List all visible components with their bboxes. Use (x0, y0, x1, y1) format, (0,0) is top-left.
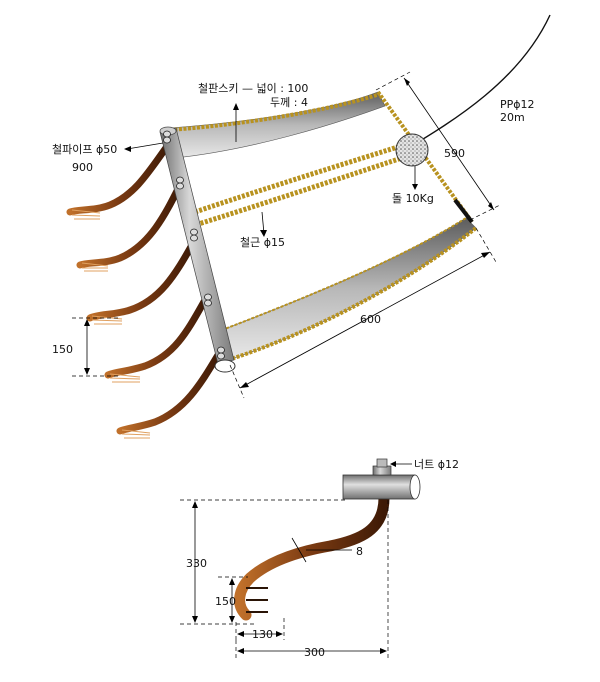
dim-tine-spacing-label: 150 (52, 343, 73, 356)
rope-label: PPϕ12 (500, 98, 535, 111)
stone-label: 돌 10Kg (392, 192, 434, 205)
detail-pipe-end (409, 474, 421, 500)
pipe-label: 철파이프 ϕ50 (52, 143, 117, 156)
dim-300-arrow-b (380, 648, 387, 654)
skid-leader-head (233, 103, 239, 110)
rebar-bar-2 (191, 149, 421, 229)
stone-arrow-head (412, 184, 418, 190)
nut-leader-head (390, 461, 396, 467)
dim-590-ext-top (375, 71, 411, 91)
dim-thickness-label: 8 (356, 545, 363, 558)
dim-600-arrow-b (481, 252, 490, 258)
dim-hook-height-label: 150 (215, 595, 236, 608)
dim-600-line (239, 251, 491, 389)
dim-590-arrow-a (404, 78, 410, 86)
dim-150-arrow-b (84, 368, 90, 375)
dim-590-arrow-b (488, 202, 494, 210)
dim-590-line (403, 77, 495, 211)
nut-label: 너트 ϕ12 (414, 458, 459, 471)
rope-length-label: 20m (500, 111, 525, 124)
iron-pipe-bottom-end (214, 359, 236, 373)
detail-tine (234, 492, 390, 621)
dim-300-arrow-a (237, 648, 244, 654)
pipe-bolts (163, 130, 225, 360)
iron-pipe (159, 127, 235, 365)
lower-skid-top-edge (221, 217, 467, 331)
detail-tine-fingers (246, 587, 268, 613)
dim-8-leader (291, 537, 307, 563)
detail-pipe (342, 474, 416, 500)
dim-330-arrow-b (192, 616, 198, 623)
dim-total-width-label: 300 (304, 646, 325, 659)
stone (395, 133, 429, 167)
dim-600-ext-right (475, 227, 497, 263)
rebar-leader-head (260, 230, 267, 237)
dim-hook-arrow-b (229, 616, 235, 623)
rebar-bar-1 (194, 137, 421, 215)
lower-skid-rebar-edge (227, 226, 478, 362)
upper-skid-rebar-edge (169, 92, 381, 132)
dim-600-ext-left (229, 364, 245, 399)
dim-590-ext-bottom (469, 204, 501, 221)
skid-label: 철판스키 — 넓이 : 100 (198, 82, 308, 95)
pipe-leader (126, 142, 164, 150)
dim-length-label: 600 (360, 313, 381, 326)
nut (372, 465, 392, 476)
dim-hook-width-label: 130 (252, 628, 273, 641)
dim-150-arrow-a (84, 319, 90, 326)
skid-thickness-label: 두께 : 4 (270, 96, 308, 109)
dim-hook-arrow-a (229, 578, 235, 585)
dim-600-arrow-a (240, 382, 249, 388)
pipe-leader-head (124, 146, 131, 152)
nut-top (376, 458, 388, 468)
rebar-label: 철근 ϕ15 (240, 236, 285, 249)
dim-width-label: 590 (444, 147, 465, 160)
dim-330-arrow-a (192, 501, 198, 508)
dim-130-arrow-a (237, 631, 244, 637)
rear-rebar-end (453, 198, 474, 224)
dim-130-arrow-b (276, 631, 283, 637)
rope (404, 14, 551, 151)
dim-height-label: 330 (186, 557, 207, 570)
pipe-length-label: 900 (72, 161, 93, 174)
tines (66, 141, 222, 439)
